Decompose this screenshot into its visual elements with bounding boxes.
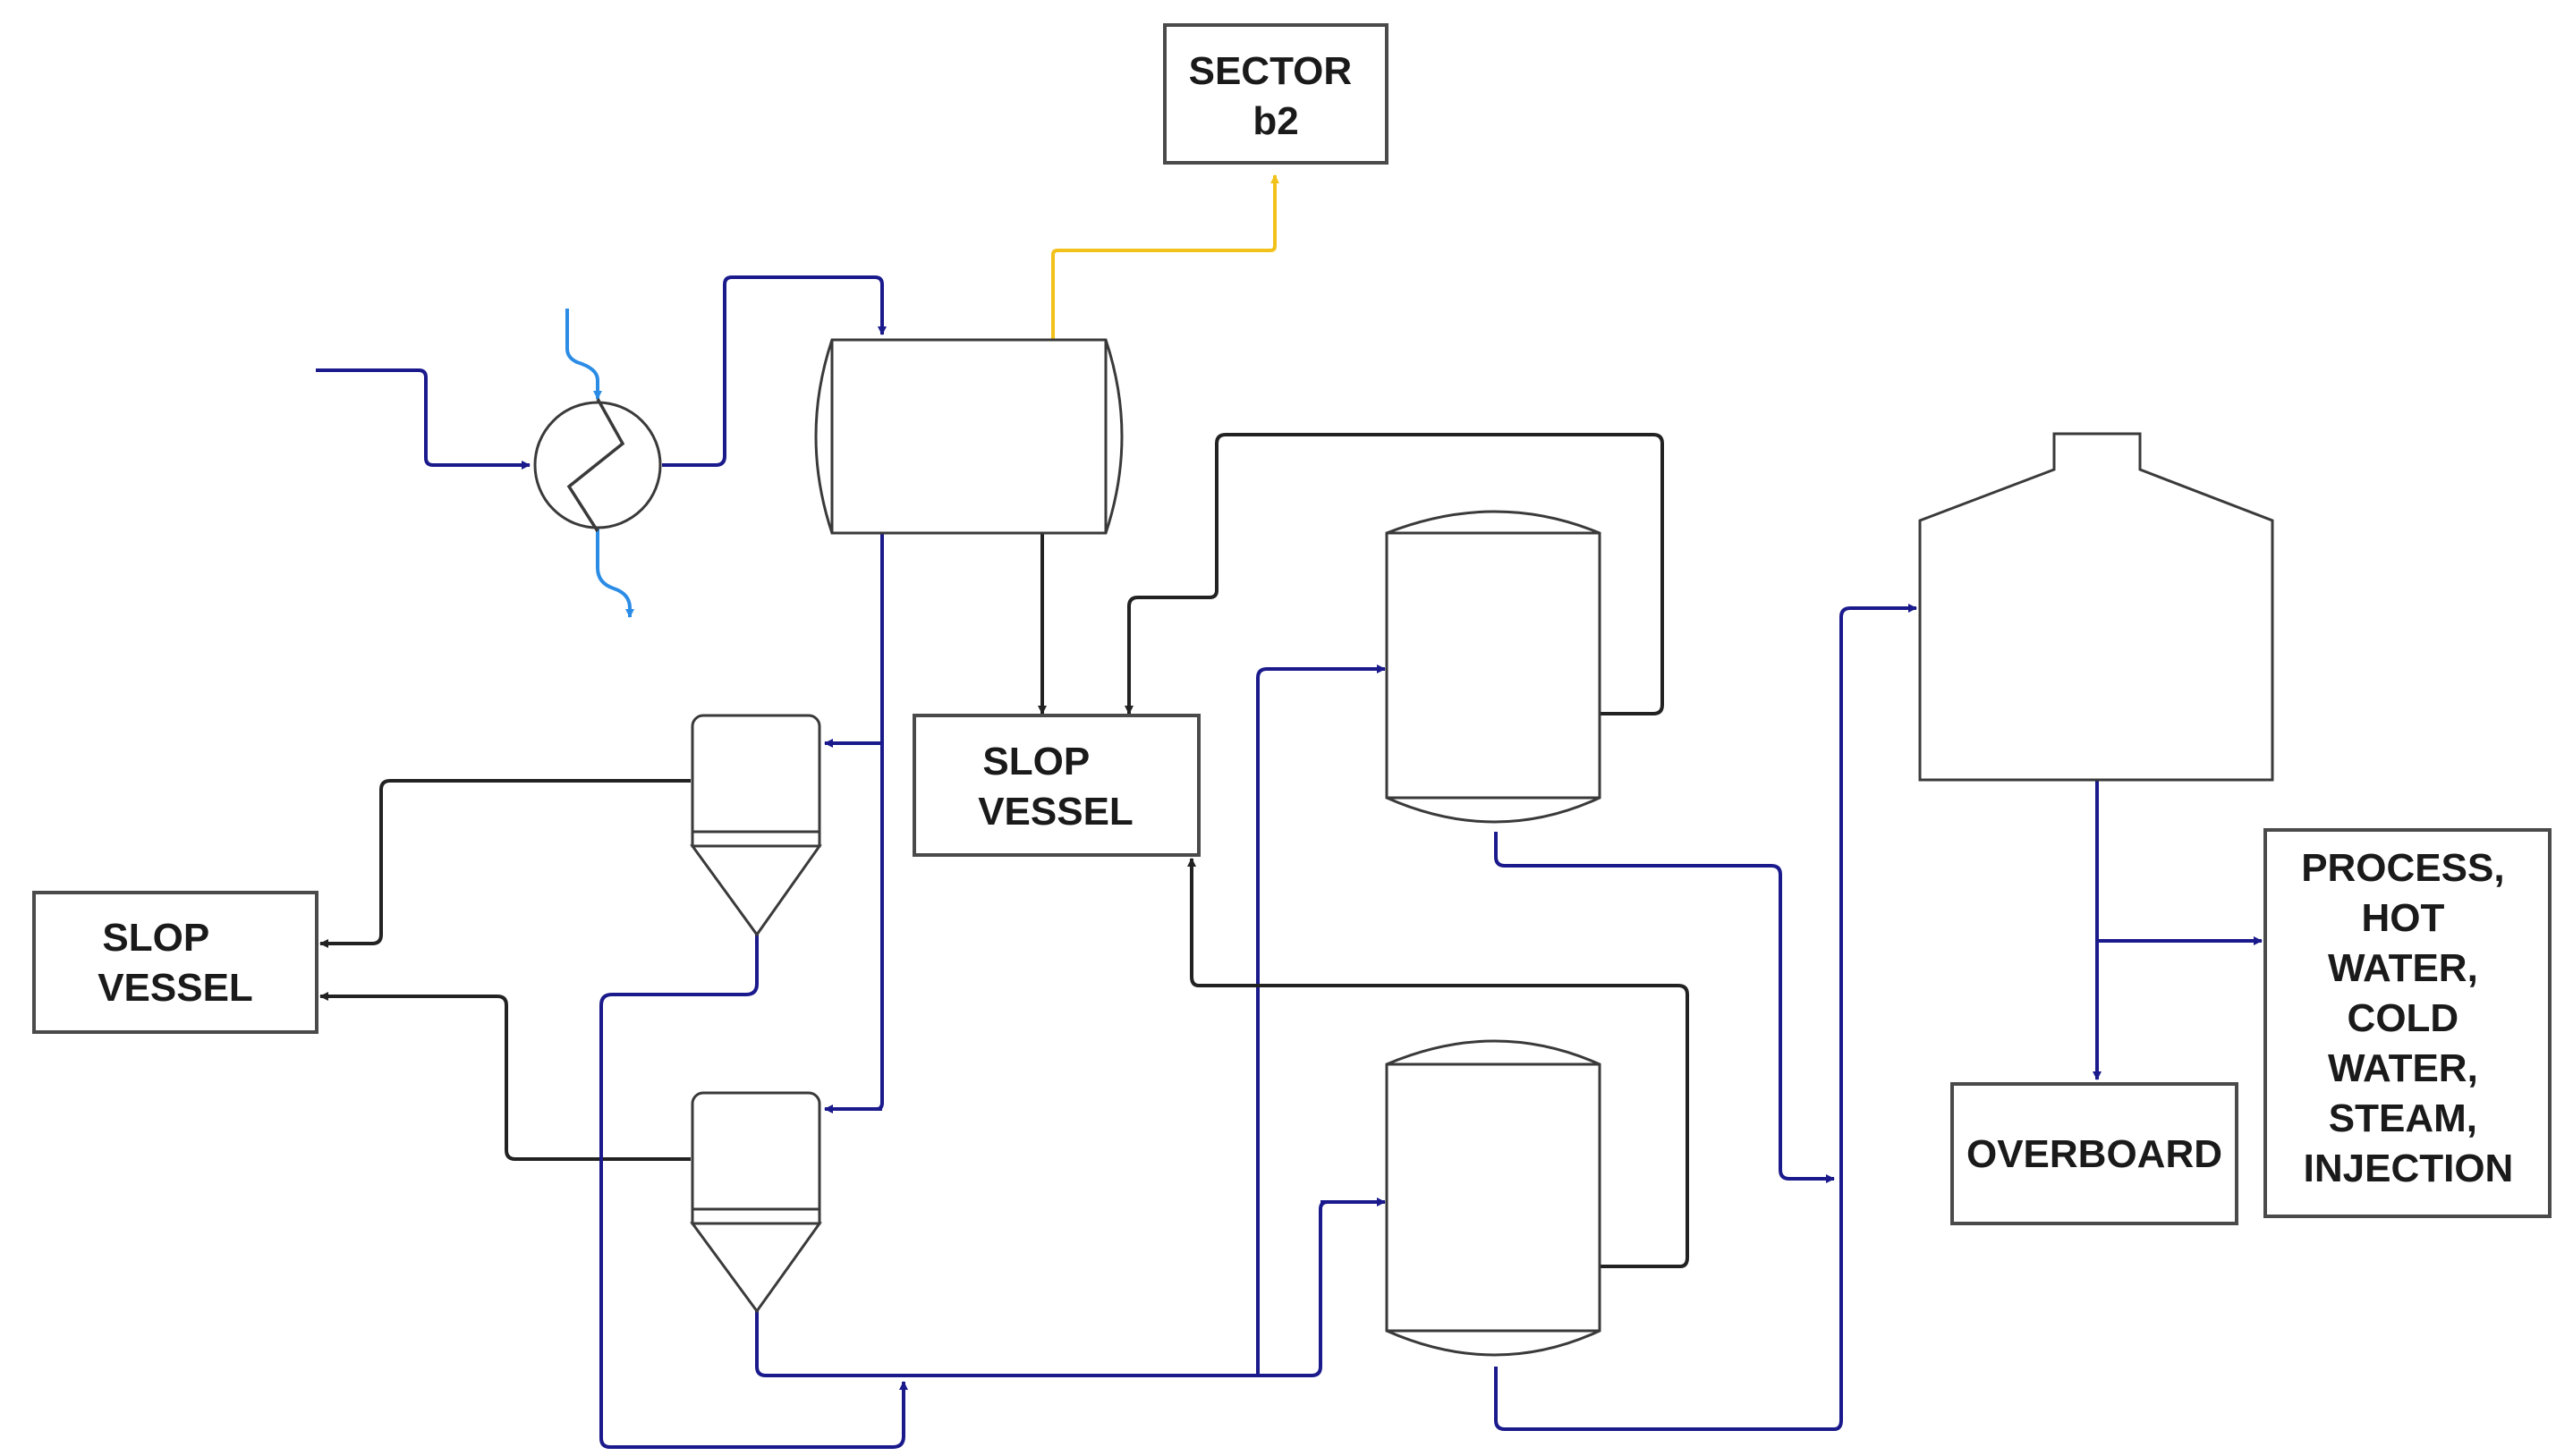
process-label-line-2: HOT	[2361, 896, 2444, 940]
process-label-line-7: INJECTION	[2304, 1147, 2514, 1190]
gas-line-to-sector	[1051, 174, 1279, 340]
process-label-line-3: WATER,	[2328, 946, 2478, 990]
hc2-underflow-line	[755, 1200, 1385, 1377]
svg-text:SECTOR b2: SECTOR b2	[1189, 49, 1363, 143]
separator-water-line	[859, 533, 884, 1111]
vessel2-outlet-line	[1494, 604, 1917, 1431]
process-label-line-6: STEAM,	[2329, 1096, 2477, 1140]
process-label-line-5: WATER,	[2328, 1046, 2478, 1090]
vessel1-skim-line	[1125, 433, 1664, 715]
svg-text:SLOP VESSEL: SLOP VESSEL	[978, 740, 1134, 834]
svg-text:OVERBOARD: OVERBOARD	[1966, 1132, 2222, 1176]
slop-left-label-line-1: SLOP	[102, 916, 208, 960]
process-label-line-1: PROCESS,	[2301, 846, 2504, 890]
sector-label-line-1: SECTOR	[1189, 49, 1353, 93]
heat-exchanger-icon	[533, 398, 662, 532]
slop-vessel-left-box: SLOP VESSEL	[32, 891, 318, 1034]
overboard-box: OVERBOARD	[1950, 1082, 2238, 1225]
hc2-reject-line	[319, 992, 691, 1161]
hydrocyclone-icon	[690, 714, 822, 937]
hc1-underflow-line	[599, 935, 908, 1449]
vessel1-outlet-line	[1494, 832, 1835, 1183]
vertical-vessel-icon	[1385, 510, 1601, 824]
svg-text:SLOP VESSEL: SLOP VESSEL	[98, 916, 253, 1010]
sector-b2-box: SECTOR b2	[1163, 23, 1388, 165]
cooling-water-in	[565, 309, 602, 400]
slop-center-label-line-2: VESSEL	[978, 790, 1134, 834]
hc1-reject-line	[319, 779, 691, 948]
overboard-label: OVERBOARD	[1966, 1132, 2222, 1176]
svg-text:PROCESS, HOT WATER: PROCESS, HOT WATER, COLD WATER, STEAM, I…	[2301, 846, 2516, 1190]
process-label-line-4: COLD	[2348, 996, 2459, 1040]
sector-label-line-2: b2	[1253, 99, 1298, 143]
slop-center-label-line-1: SLOP	[982, 740, 1089, 783]
horizontal-separator-icon	[814, 338, 1124, 535]
storage-tank-icon	[1918, 432, 2274, 782]
to-vessel-1-line	[1256, 665, 1386, 1376]
cooling-water-out	[596, 522, 634, 618]
vertical-vessel-icon	[1385, 1039, 1601, 1357]
feed-line	[316, 368, 531, 470]
process-destinations-box: PROCESS, HOT WATER, COLD WATER, STEAM, I…	[2263, 828, 2552, 1218]
exchanger-outlet-line	[662, 275, 887, 467]
hydrocyclone-icon	[690, 1091, 822, 1314]
slop-left-label-line-2: VESSEL	[98, 966, 253, 1010]
slop-vessel-center-box: SLOP VESSEL	[913, 714, 1201, 857]
vessel2-skim-line	[1187, 858, 1689, 1268]
